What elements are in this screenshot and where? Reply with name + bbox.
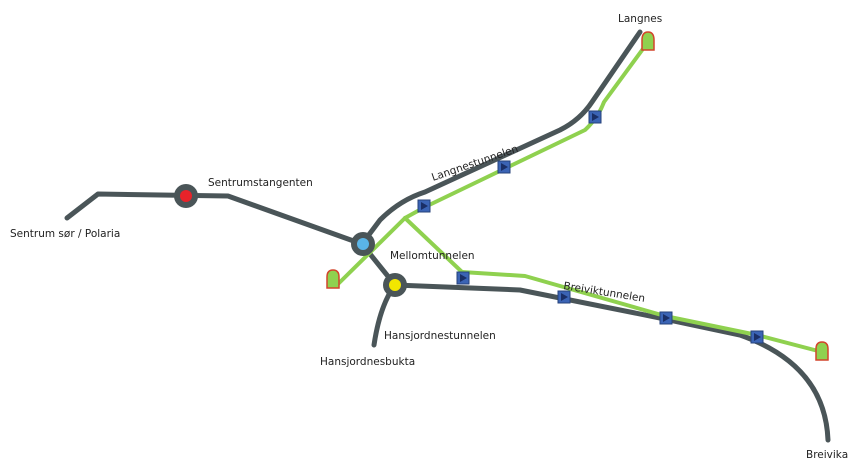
tunnel-route-langnes — [334, 40, 650, 288]
direction-marker-icon — [557, 290, 571, 304]
direction-marker-icon — [750, 330, 764, 344]
direction-markers — [417, 110, 764, 344]
junctions — [174, 184, 407, 297]
road-network — [64, 29, 831, 443]
junction-icon — [351, 232, 375, 256]
road-sentrum-to-junction — [64, 191, 365, 247]
road-langnes — [359, 29, 643, 247]
tunnel-portal-icon — [815, 341, 829, 361]
label-breivika: Breivika — [806, 449, 848, 459]
road-breivika — [392, 282, 831, 443]
label-hansjordnesbukta: Hansjordnesbukta — [320, 356, 415, 368]
direction-marker-icon — [659, 311, 673, 325]
junction-icon — [383, 273, 407, 297]
direction-marker-icon — [588, 110, 602, 124]
junction-icon — [174, 184, 198, 208]
label-mellomtunnelen: Mellomtunnelen — [390, 250, 475, 262]
direction-marker-icon — [497, 160, 511, 174]
label-hansjordnestunnelen: Hansjordnestunnelen — [384, 330, 496, 342]
label-sentrumstangenten: Sentrumstangenten — [208, 177, 313, 189]
tunnel-portal-icon — [326, 269, 340, 289]
tunnel-portal-icon — [641, 31, 655, 51]
tunnel-route-mellom — [403, 216, 464, 274]
direction-marker-icon — [456, 271, 470, 285]
map-labels: Langnes Langnestunnelen Sentrumstangente… — [10, 13, 848, 459]
label-langnes: Langnes — [618, 13, 662, 25]
tunnel-portals — [326, 31, 829, 361]
direction-marker-icon — [417, 199, 431, 213]
label-sentrum-sor-polaria: Sentrum sør / Polaria — [10, 228, 120, 240]
